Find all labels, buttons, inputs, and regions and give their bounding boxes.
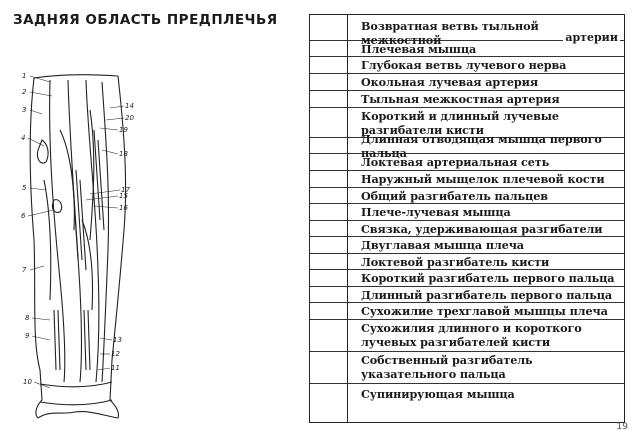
forearm-illustration: 1 2 3 4 5 6 7 8 9 10 11 12 13 14 15 16 1… (20, 70, 140, 420)
legend-row-label: Наружный мыщелок плечевой кости (361, 172, 605, 186)
callout-17: 17 (121, 186, 130, 194)
legend-row-continuation: артерии (563, 31, 620, 44)
legend-row-label: Окольная лучевая артерия (361, 75, 539, 89)
page-title: ЗАДНЯЯ ОБЛАСТЬ ПРЕДПЛЕЧЬЯ (13, 12, 278, 28)
legend-row: Супинирующая мышца (310, 384, 624, 422)
legend-row: Короткий разгибатель первого пальца (310, 270, 624, 287)
legend-row-label: Связка, удерживающая разгибатели (361, 221, 603, 236)
legend-row-label: Длинный разгибатель первого пальца (361, 287, 613, 302)
legend-row-label: Короткий и длинный лучевые разгибатели к… (361, 109, 559, 137)
legend-row: Локтевой разгибатель кисти (310, 254, 624, 270)
legend-row: Собственный разгибатель указательного па… (310, 352, 624, 384)
callout-1: 1 (22, 72, 26, 80)
callout-19: 19 (119, 126, 128, 134)
callout-14: 14 (125, 102, 134, 110)
callout-5: 5 (22, 184, 27, 192)
forearm-drawing: 1 2 3 4 5 6 7 8 9 10 11 12 13 14 15 16 1… (21, 72, 134, 419)
legend-row: Двуглавая мышца плеча (310, 237, 624, 254)
legend-row: Короткий и длинный лучевые разгибатели к… (310, 108, 624, 138)
legend-row: Тыльная межкостная артерия (310, 91, 624, 108)
legend-row: Локтевая артериальная сеть (310, 154, 624, 171)
callout-9: 9 (25, 332, 30, 340)
legend-row-label: Локтевой разгибатель кисти (361, 254, 550, 269)
legend-row-label: Локтевая артериальная сеть (361, 155, 550, 169)
legend-row: Возвратная ветвь тыльной межкостной арте… (310, 15, 624, 47)
legend-row: Длинный разгибатель первого пальца (310, 287, 624, 303)
callout-16: 16 (119, 204, 128, 212)
legend-row-label: Двуглавая мышца плеча (361, 238, 524, 252)
legend-row: Наружный мыщелок плечевой кости (310, 171, 624, 188)
callout-10: 10 (23, 378, 32, 386)
legend-row: Общий разгибатель пальцев (310, 188, 624, 204)
callout-4: 4 (21, 134, 25, 142)
legend-row-label: Плече-лучевая мышца (361, 205, 511, 219)
legend-row-label: Короткий разгибатель первого пальца (361, 271, 615, 285)
callout-13: 13 (113, 336, 122, 344)
legend-row: Длинная отводящая мышца первого пальца (310, 131, 624, 160)
callout-18: 18 (119, 150, 128, 158)
legend-row-label: Сухожилия длинного и короткого лучевых р… (361, 321, 582, 349)
legend-row-label: Сухожилие трехглавой мышцы плеча (361, 304, 608, 318)
callout-11: 11 (111, 364, 120, 372)
legend-row: Плечевая мышца (310, 41, 624, 57)
legend-row: Сухожилие трехглавой мышцы плеча (310, 303, 624, 320)
legend-row-label: Тыльная межкостная артерия (361, 92, 560, 106)
legend-row-label: Супинирующая мышца (361, 387, 515, 401)
legend-row-label: Собственный разгибатель указательного па… (361, 353, 533, 381)
legend-row-label: Плечевая мышца (361, 41, 477, 56)
callout-20: 20 (125, 114, 134, 122)
legend-table: Возвратная ветвь тыльной межкостной арте… (309, 14, 625, 423)
callout-8: 8 (25, 314, 30, 322)
page-number: 19 (616, 422, 628, 432)
legend-row: Сухожилия длинного и короткого лучевых р… (310, 320, 624, 352)
legend-row-label: Возвратная ветвь тыльной межкостной (361, 19, 539, 47)
legend-row: Связка, удерживающая разгибатели (310, 221, 624, 237)
legend-row: Плече-лучевая мышца (310, 204, 624, 221)
legend-row-label: Глубокая ветвь лучевого нерва (361, 58, 567, 72)
callout-2: 2 (22, 88, 27, 96)
callout-15: 15 (119, 192, 128, 200)
callout-6: 6 (21, 212, 26, 220)
callout-3: 3 (22, 106, 26, 114)
legend-row: Глубокая ветвь лучевого нерва (310, 57, 624, 74)
legend-row: Окольная лучевая артерия (310, 74, 624, 91)
legend-row-label: Общий разгибатель пальцев (361, 188, 548, 203)
callout-7: 7 (22, 266, 27, 274)
legend-number-column (310, 15, 348, 422)
callout-12: 12 (111, 350, 120, 358)
legend-row-label: Длинная отводящая мышца первого пальца (361, 131, 602, 160)
